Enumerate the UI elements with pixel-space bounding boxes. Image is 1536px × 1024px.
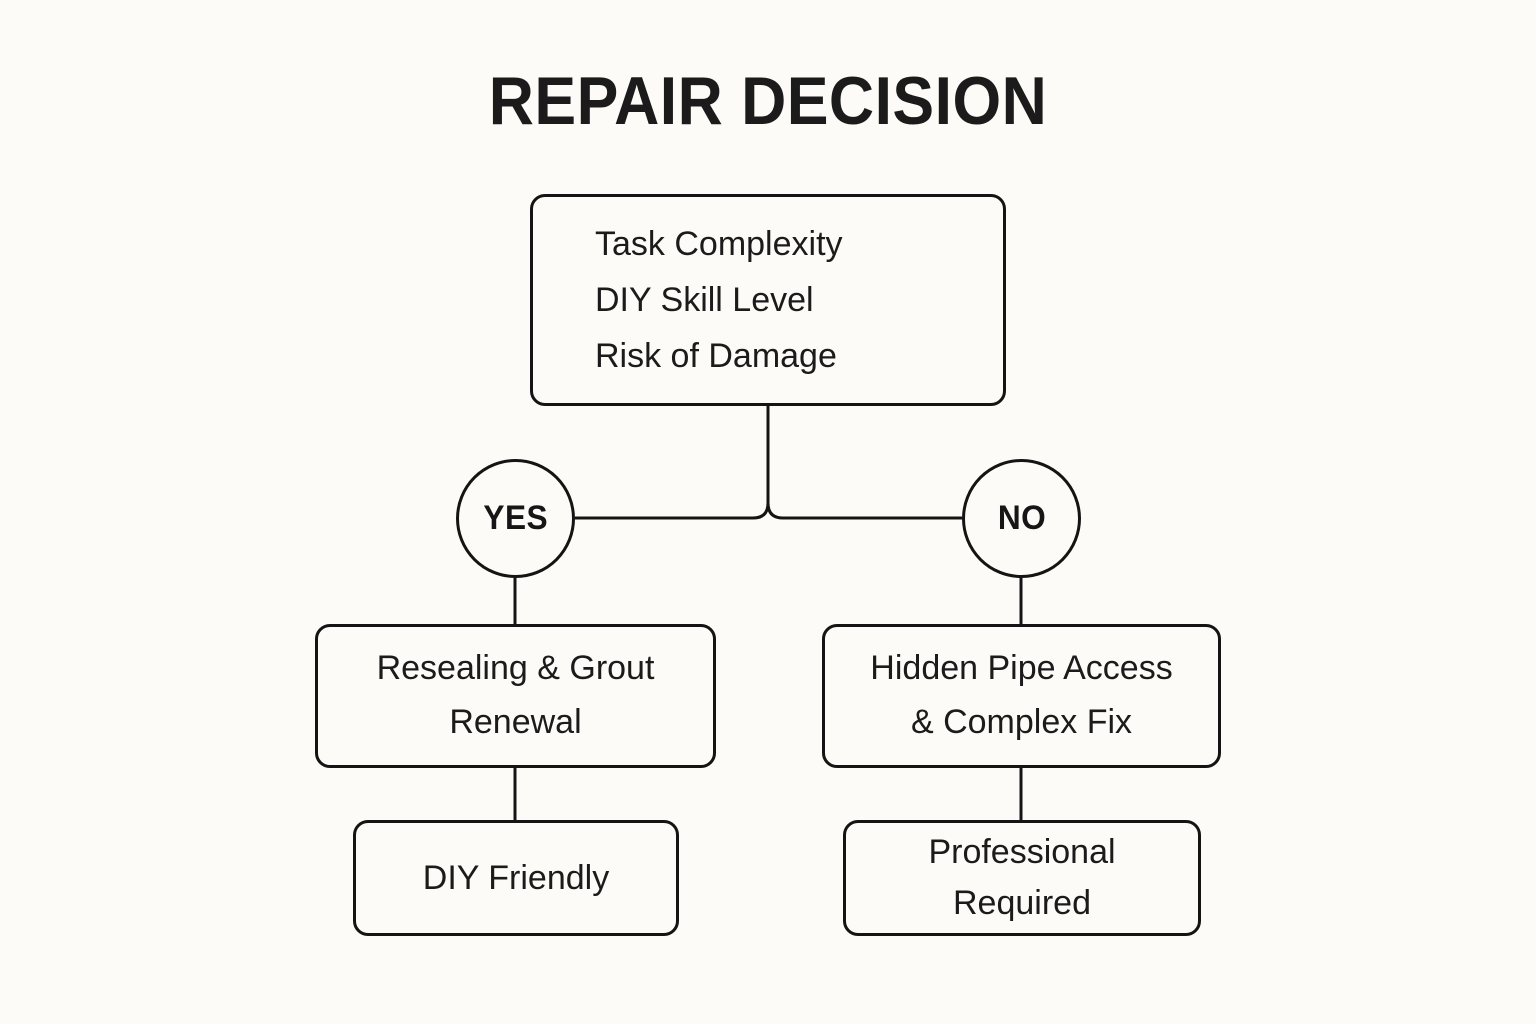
decision-label-yes: YES <box>483 499 548 537</box>
hidden-line-2: & Complex Fix <box>910 703 1133 741</box>
connector-root-to-yes <box>575 502 770 520</box>
decision-circle-no[interactable]: NO <box>962 459 1081 578</box>
criteria-line-1: Task Complexity <box>595 224 843 263</box>
node-professional-required[interactable]: Professional Required <box>843 820 1201 936</box>
resealing-line-1: Resealing & Grout <box>376 649 655 688</box>
pro-line-1: Professional <box>928 833 1116 871</box>
connector-root-to-no <box>766 502 962 520</box>
resealing-line-2: Renewal <box>449 703 582 741</box>
node-criteria[interactable]: Task Complexity DIY Skill Level Risk of … <box>530 194 1006 406</box>
criteria-line-2: DIY Skill Level <box>595 280 814 319</box>
page-title: REPAIR DECISION <box>488 63 1048 139</box>
node-resealing-grout-renewal[interactable]: Resealing & Grout Renewal <box>315 624 716 768</box>
diy-line-1: DIY Friendly <box>422 858 610 897</box>
node-diy-friendly[interactable]: DIY Friendly <box>353 820 679 936</box>
criteria-line-3: Risk of Damage <box>595 337 837 376</box>
decision-label-no: NO <box>997 499 1046 537</box>
hidden-line-1: Hidden Pipe Access <box>870 649 1173 688</box>
pro-line-2: Required <box>953 884 1091 922</box>
decision-circle-yes[interactable]: YES <box>456 459 575 578</box>
node-hidden-pipe-access[interactable]: Hidden Pipe Access & Complex Fix <box>822 624 1221 768</box>
